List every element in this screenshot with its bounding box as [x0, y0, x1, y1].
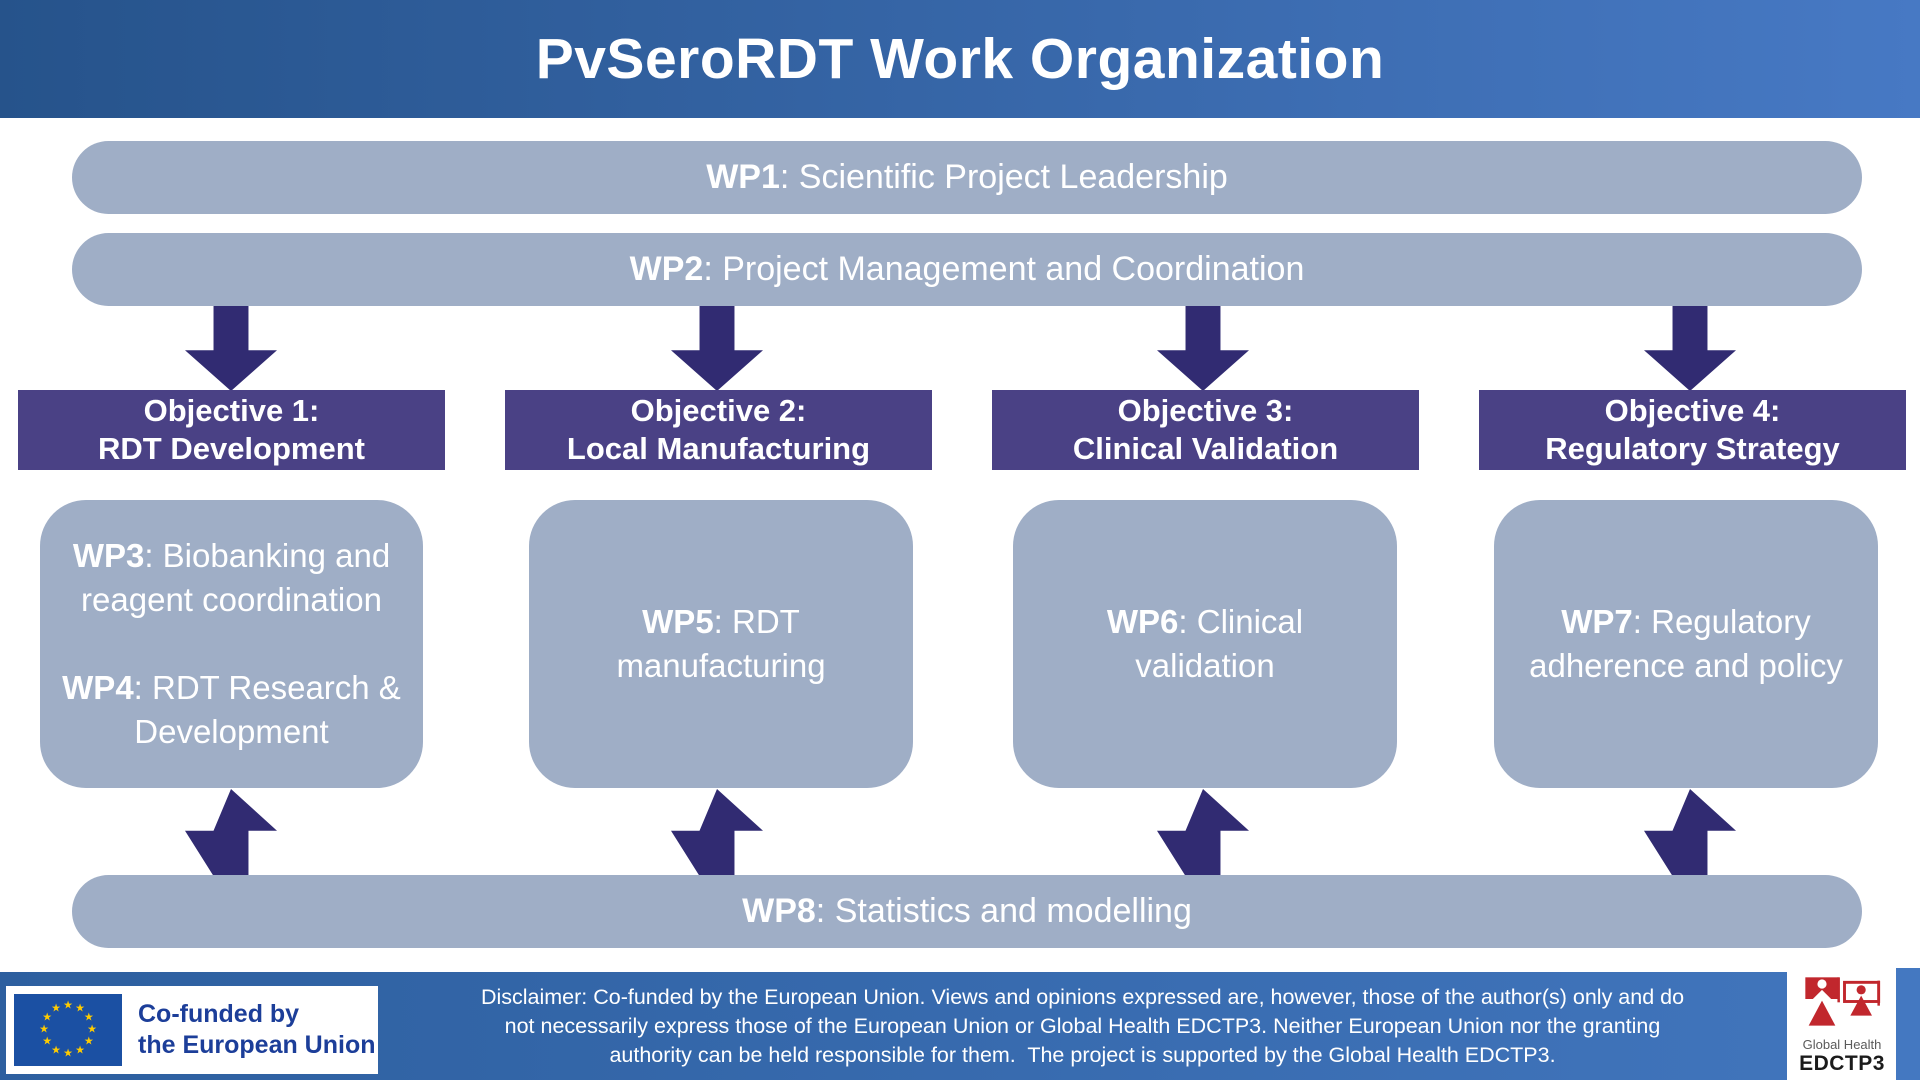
- edctp3-name-label: EDCTP3: [1799, 1052, 1885, 1075]
- objective-4-line2: Regulatory Strategy: [1545, 431, 1840, 466]
- eu-star-icon: ★: [51, 1002, 61, 1015]
- wp3-label: WP3: [72, 537, 145, 574]
- eu-star-icon: ★: [63, 1047, 73, 1060]
- eu-star-icon: ★: [51, 1044, 61, 1057]
- edctp3-logo: Global Health EDCTP3: [1790, 958, 1894, 1080]
- wp8-text: : Statistics and modelling: [815, 892, 1192, 930]
- eu-cofunded-line1: Co-funded by: [138, 1000, 300, 1028]
- objective-3-line1: Objective 3:: [1117, 393, 1294, 428]
- edctp3-globalhealth-label: Global Health: [1802, 1037, 1882, 1052]
- arrow-up-icon: [185, 789, 277, 876]
- wp1-bar: WP1: Scientific Project Leadership: [72, 141, 1862, 214]
- disclaimer-text: Disclaimer: Co-funded by the European Un…: [480, 985, 1691, 1067]
- page-title: PvSeroRDT Work Organization: [535, 27, 1385, 91]
- wp7-line: WP7: Regulatory adherence and policy: [1520, 600, 1852, 688]
- wp3-line: WP3: Biobanking and reagent coordination: [56, 534, 408, 622]
- wp2-label: WP2: [629, 250, 704, 288]
- eu-star-icon: ★: [83, 1011, 94, 1024]
- objective-1-line1: Objective 1:: [143, 393, 320, 428]
- wp4-text: : RDT Research & Development: [133, 669, 410, 750]
- objective-4-box: Objective 4: Regulatory Strategy: [1479, 390, 1906, 470]
- wp2-bar: WP2: Project Management and Coordination: [72, 233, 1862, 306]
- arrow-up-icon: [1157, 789, 1249, 876]
- arrow-down-icon: [185, 306, 277, 391]
- objective-2-box: Objective 2: Local Manufacturing: [505, 390, 932, 470]
- wp2-text: : Project Management and Coordination: [703, 250, 1305, 288]
- wp1-text: : Scientific Project Leadership: [779, 158, 1228, 196]
- objective-3-line2: Clinical Validation: [1072, 431, 1339, 466]
- objective-1-box: Objective 1: RDT Development: [18, 390, 445, 470]
- wp6-box: WP6: Clinical validation: [1013, 500, 1397, 788]
- eu-star-icon: ★: [42, 1035, 53, 1048]
- wp6-line: WP6: Clinical validation: [1074, 600, 1336, 688]
- wp1-label: WP1: [706, 158, 780, 196]
- objective-2-line1: Objective 2:: [630, 393, 807, 428]
- wp4-line: WP4: RDT Research & Development: [56, 666, 408, 754]
- arrow-down-icon: [1157, 306, 1249, 391]
- eu-star-icon: ★: [83, 1035, 94, 1048]
- wp5-box: WP5: RDT manufacturing: [529, 500, 913, 788]
- wp3-wp4-box: WP3: Biobanking and reagent coordination…: [40, 500, 423, 788]
- eu-cofunded-logo: ★★★★★★★★★★★★ Co-funded by the European U…: [6, 986, 378, 1074]
- wp5-text: : RDT manufacturing: [616, 603, 826, 684]
- wp8-bar: WP8: Statistics and modelling: [72, 875, 1862, 948]
- arrow-up-icon: [671, 789, 763, 876]
- arrow-up-icon: [1644, 789, 1736, 876]
- eu-star-icon: ★: [42, 1011, 53, 1024]
- objective-3-box: Objective 3: Clinical Validation: [992, 390, 1419, 470]
- eu-cofunded-label: Co-funded by the European Union: [138, 999, 376, 1061]
- wp7-text: : Regulatory adherence and policy: [1529, 603, 1843, 684]
- eu-flag-icon: ★★★★★★★★★★★★: [14, 994, 122, 1066]
- wp7-box: WP7: Regulatory adherence and policy: [1494, 500, 1878, 788]
- eu-cofunded-line2: the European Union: [138, 1031, 376, 1059]
- objective-4-line1: Objective 4:: [1604, 393, 1781, 428]
- wp6-text: : Clinical validation: [1135, 603, 1313, 684]
- footer-right-strip: [1896, 968, 1920, 1080]
- wp4-label: WP4: [62, 669, 134, 706]
- eu-star-icon: ★: [63, 999, 73, 1012]
- wp8-label: WP8: [742, 892, 816, 930]
- eu-star-icon: ★: [75, 1044, 85, 1057]
- arrow-down-icon: [1644, 306, 1736, 391]
- wp5-line: WP5: RDT manufacturing: [590, 600, 852, 688]
- arrow-down-icon: [671, 306, 763, 391]
- wp7-label: WP7: [1561, 603, 1633, 640]
- wp6-label: WP6: [1106, 603, 1179, 640]
- eu-star-icon: ★: [75, 1002, 85, 1015]
- edctp3-figures-icon: [1805, 977, 1881, 1026]
- eu-star-icon: ★: [39, 1023, 49, 1036]
- eu-star-icon: ★: [87, 1023, 97, 1036]
- objective-2-line2: Local Manufacturing: [566, 431, 871, 466]
- objective-1-line2: RDT Development: [98, 431, 365, 466]
- wp3-text: : Biobanking and reagent coordination: [81, 537, 400, 618]
- wp5-label: WP5: [642, 603, 714, 640]
- header-banner: PvSeroRDT Work Organization: [0, 0, 1920, 118]
- disclaimer: Disclaimer: Co-funded by the European Un…: [378, 983, 1787, 1070]
